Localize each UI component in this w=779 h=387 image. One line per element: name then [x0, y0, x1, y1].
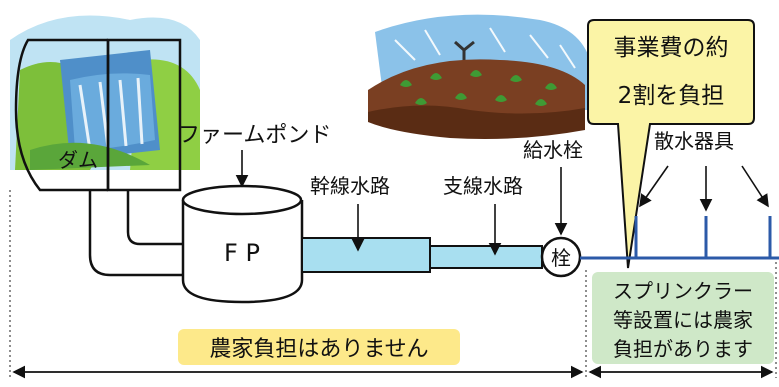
- main-canal-pipe: [301, 237, 431, 273]
- dam-illustration: [10, 15, 200, 192]
- sprinkler-arrow-icon: [741, 165, 769, 208]
- branch-canal-label: 支線水路: [443, 174, 523, 198]
- sprinkler-arrows: [639, 165, 769, 212]
- main-canal-label: 幹線水路: [310, 174, 390, 198]
- sprinkler-field-illustration: [368, 14, 590, 139]
- sprinkler-heads-label: 散水器具: [654, 129, 734, 153]
- farmer-burden-line1: スプリンクラー: [613, 279, 753, 303]
- farmer-burden-line2: 等設置には農家: [613, 308, 753, 332]
- cost-callout-line2: 2割を負担: [618, 83, 725, 109]
- farmer-burden-box: [592, 272, 774, 364]
- hydrant-label: 給水栓: [523, 138, 583, 162]
- sprinkler-arrow-icon: [639, 165, 669, 208]
- no-burden-label: 農家負担はありません: [209, 337, 428, 362]
- cost-callout-line1: 事業費の約: [614, 35, 729, 61]
- hydrant-symbol-label: 栓: [551, 246, 571, 270]
- no-burden-highlight: [178, 329, 460, 365]
- dam-label: ダム: [58, 148, 98, 172]
- dam-outlet-pipes: [88, 190, 185, 277]
- branch-canal-pipe: [429, 245, 543, 269]
- section-guides: [9, 190, 777, 378]
- sprinkler-pipe: [580, 216, 779, 260]
- farmer-burden-line3: 負担があります: [613, 337, 753, 361]
- cost-callout: [587, 19, 755, 269]
- farm-pond-label: ファームポンド: [178, 123, 331, 148]
- fp-label: F P: [224, 239, 260, 267]
